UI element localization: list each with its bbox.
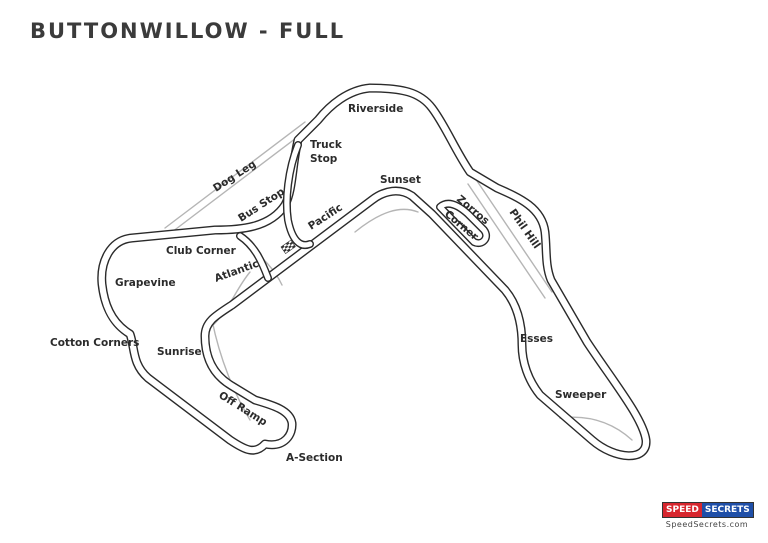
label-a-section: A-Section xyxy=(286,452,343,464)
track-outline xyxy=(97,83,651,461)
label-dog-leg: Dog Leg xyxy=(211,158,258,194)
label-sweeper: Sweeper xyxy=(555,389,607,401)
logo-url: SpeedSecrets.com xyxy=(665,520,749,529)
logo-part-speed: SPEED xyxy=(663,503,702,517)
logo-part-secrets: SECRETS xyxy=(701,503,753,517)
label-truck: Truck xyxy=(310,139,343,151)
label-riverside: Riverside xyxy=(348,103,403,115)
label-grapevine: Grapevine xyxy=(115,277,176,289)
checkered-flag-icon xyxy=(280,239,296,254)
label-sunset: Sunset xyxy=(380,174,421,186)
label-stop: Stop xyxy=(310,153,338,165)
label-atlantic: Atlantic xyxy=(213,258,260,285)
label-club-corner: Club Corner xyxy=(166,245,237,257)
map-title: BUTTONWILLOW - FULL xyxy=(30,19,346,43)
label-esses: Esses xyxy=(520,333,553,345)
label-sunrise: Sunrise xyxy=(157,346,202,358)
connector-sections xyxy=(236,141,491,282)
label-cotton-corners: Cotton Corners xyxy=(50,337,139,349)
